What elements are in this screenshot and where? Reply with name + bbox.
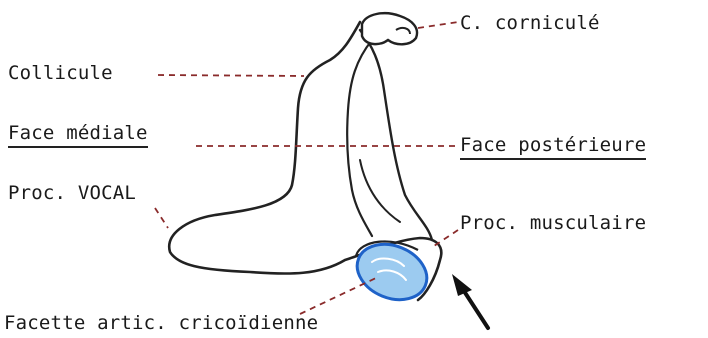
- leader-vocal-process: [155, 208, 168, 228]
- label-vocal-process: Proc. VOCAL: [8, 182, 136, 204]
- leader-articular-facet: [300, 278, 376, 314]
- label-corniculate: C. corniculé: [460, 12, 600, 34]
- label-colliculus: Collicule: [8, 62, 113, 84]
- label-muscular-process: Proc. musculaire: [460, 212, 646, 234]
- crest-contour: [347, 40, 372, 236]
- leader-muscular-process: [434, 230, 458, 246]
- leader-corniculate: [418, 22, 458, 28]
- direction-arrow: [452, 274, 488, 328]
- corniculate-cartilage: [362, 13, 417, 44]
- label-articular-facet: Facette artic. cricoïdienne: [4, 312, 318, 334]
- posterior-ridge-contour: [360, 30, 432, 240]
- leader-colliculus: [158, 75, 304, 76]
- label-posterior-face: Face postérieure: [460, 134, 646, 160]
- label-medial-face: Face médiale: [8, 122, 148, 148]
- muscular-ridge-contour: [360, 160, 400, 222]
